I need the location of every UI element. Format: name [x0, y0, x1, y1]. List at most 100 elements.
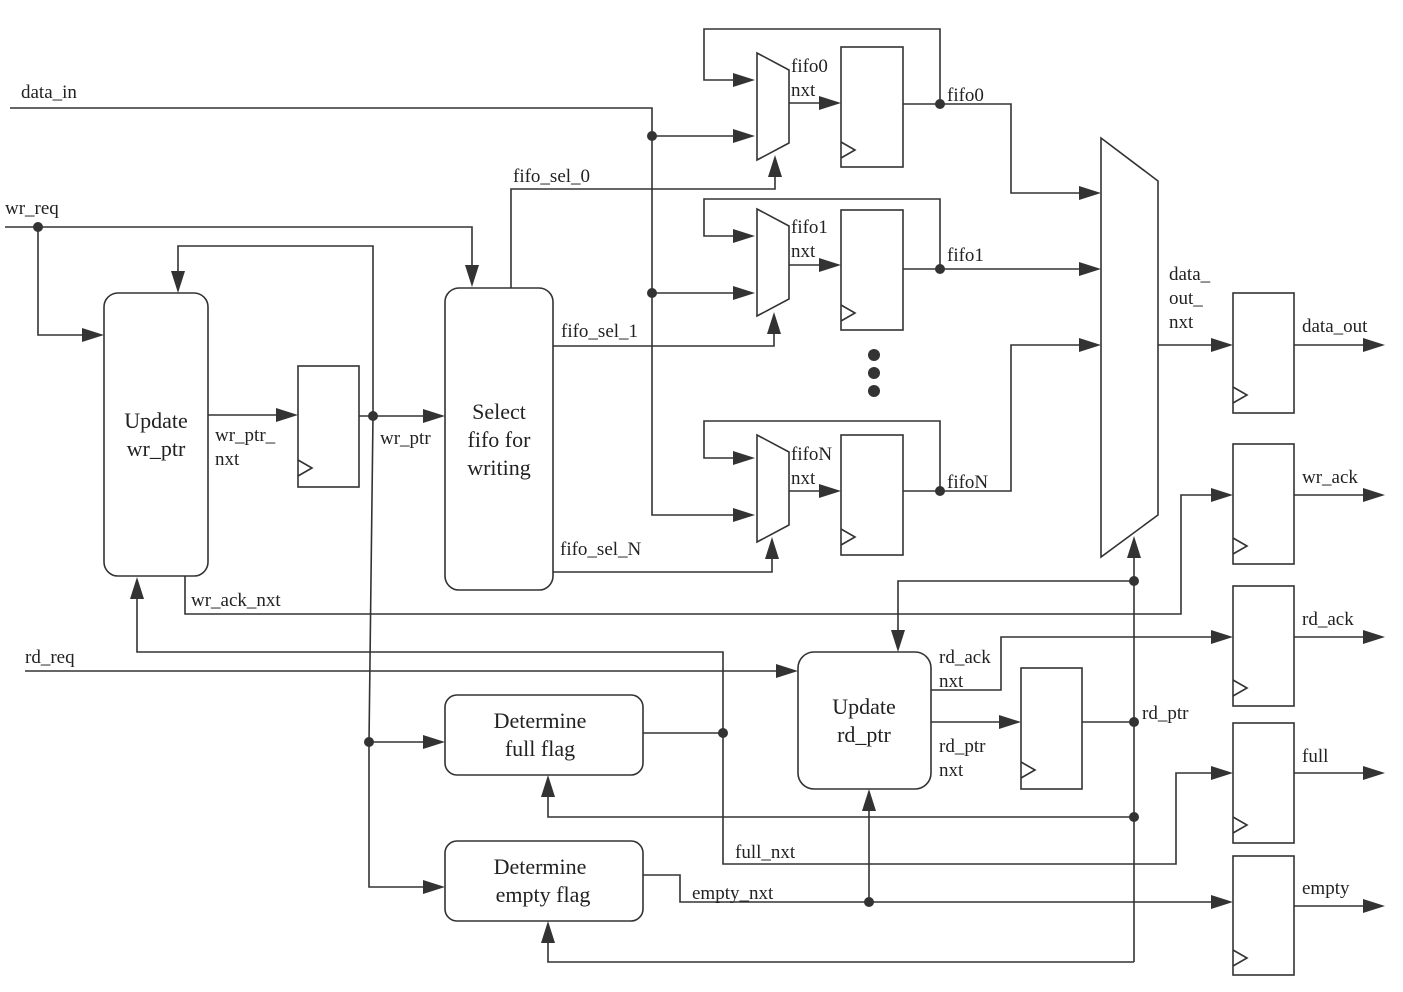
register-rd-ack — [1232, 585, 1295, 707]
register-fifon — [840, 434, 904, 556]
clock-triangle-icon — [840, 528, 857, 546]
wire-fifo-sel-n — [553, 557, 773, 573]
clock-triangle-icon — [840, 304, 857, 322]
wire-fifo0-out — [903, 103, 1084, 194]
rd-ack-nxt-label-1: rd_ack — [939, 647, 991, 668]
wire-fifo0-loop — [703, 28, 941, 104]
rd-ptr-nxt-label-2: nxt — [939, 760, 964, 781]
select-fifo-line-2: fifo for — [468, 427, 532, 452]
wire-rd-ptr-empty — [547, 939, 1134, 963]
register-box — [1232, 585, 1295, 707]
determine-full-line-2: full flag — [505, 736, 575, 761]
wire-fifo1-loop — [703, 198, 941, 269]
wr-ptr-nxt-label-1: wr_ptr_ — [215, 425, 276, 446]
junction-dot — [935, 99, 945, 109]
data-out-nxt-label-3: nxt — [1169, 312, 1194, 333]
block-update-wr-ptr: Update wr_ptr — [103, 292, 209, 577]
output-wr-ack-label: wr_ack — [1302, 467, 1358, 488]
labels: data_in wr_req rd_req wr_ptr_ nxt wr_ptr… — [5, 56, 1368, 904]
register-fifo0 — [840, 46, 904, 168]
junction-dot — [1129, 812, 1139, 822]
clock-triangle-icon — [1232, 679, 1249, 697]
rd-ptr-nxt-label-1: rd_ptr — [939, 736, 986, 757]
wire-fifo-sel-0 — [510, 175, 776, 288]
input-wr-req-label: wr_req — [5, 198, 59, 219]
register-box — [297, 365, 360, 488]
arrow-up-icon — [768, 155, 782, 177]
arrow-right-icon — [1079, 186, 1101, 200]
block-determine-empty: Determine empty flag — [444, 840, 644, 922]
register-box — [840, 209, 904, 331]
arrow-up-icon — [1127, 536, 1141, 558]
wr-ptr-nxt-label-2: nxt — [215, 449, 240, 470]
wire-fifo-sel-1 — [553, 330, 775, 347]
clock-triangle-icon — [1020, 761, 1037, 779]
clock-triangle-icon — [1232, 537, 1249, 555]
clock-triangle-icon — [1232, 816, 1249, 834]
wr-ack-nxt-label: wr_ack_nxt — [191, 590, 281, 611]
clock-triangle-icon — [840, 141, 857, 159]
fifon-nxt-label-2: nxt — [791, 468, 816, 489]
full-nxt-label: full_nxt — [735, 842, 796, 863]
register-box — [1232, 722, 1295, 844]
block-determine-full: Determine full flag — [444, 694, 644, 776]
wire-wr-req — [5, 226, 473, 266]
wire-data-in — [10, 107, 738, 516]
junction-dot — [364, 737, 374, 747]
arrow-right-icon — [1363, 899, 1385, 913]
input-data-in-label: data_in — [21, 82, 77, 103]
data-out-nxt-label-2: out_ — [1169, 288, 1203, 309]
junction-dot — [935, 486, 945, 496]
register-box — [1232, 855, 1295, 976]
multiplexers — [756, 51, 1159, 559]
register-box — [1020, 667, 1083, 790]
arrow-right-icon — [1363, 766, 1385, 780]
mux-fifo0 — [756, 51, 790, 162]
registers — [297, 46, 1295, 976]
arrow-right-icon — [733, 229, 755, 243]
junction-dot — [368, 411, 378, 421]
select-fifo-line-1: Select — [472, 399, 526, 424]
output-full-label: full — [1302, 746, 1328, 767]
ellipsis-dot — [868, 385, 880, 397]
block-select-fifo: Select fifo for writing — [444, 287, 554, 591]
arrow-right-icon — [1211, 895, 1233, 909]
arrow-right-icon — [82, 328, 104, 342]
register-box — [840, 46, 904, 168]
arrow-right-icon — [423, 735, 445, 749]
arrow-right-icon — [1211, 338, 1233, 352]
arrow-down-icon — [891, 630, 905, 652]
arrow-right-icon — [733, 286, 755, 300]
junction-dot — [864, 897, 874, 907]
junction-dot — [647, 288, 657, 298]
fifo0-nxt-label-2: nxt — [791, 80, 816, 101]
fifo-sel-n-label: fifo_sel_N — [560, 539, 642, 560]
junction-dot — [935, 264, 945, 274]
fifon-nxt-label-1: fifoN — [791, 444, 832, 465]
update-rd-ptr-line-1: Update — [832, 694, 896, 719]
arrow-right-icon — [819, 96, 841, 110]
ellipsis-dot — [868, 349, 880, 361]
arrow-right-icon — [999, 715, 1021, 729]
wire-wr-ack-nxt — [184, 494, 1212, 615]
arrow-right-icon — [1363, 630, 1385, 644]
arrow-up-icon — [765, 537, 779, 559]
wire-wr-ptr-down — [368, 415, 428, 888]
fifo1-nxt-label-1: fifo1 — [791, 217, 828, 238]
arrow-right-icon — [819, 258, 841, 272]
register-rd-ptr — [1020, 667, 1083, 790]
ellipsis-dot — [868, 367, 880, 379]
mux-fifo1 — [756, 207, 790, 318]
determine-empty-line-1: Determine — [494, 854, 587, 879]
arrow-right-icon — [1211, 630, 1233, 644]
input-rd-req-label: rd_req — [25, 647, 75, 668]
rd-ack-nxt-label-2: nxt — [939, 671, 964, 692]
register-wr-ptr — [297, 365, 360, 488]
register-wr-ack — [1232, 443, 1295, 565]
junction-dot — [718, 728, 728, 738]
arrow-up-icon — [862, 789, 876, 811]
arrow-down-icon — [171, 271, 185, 293]
arrow-down-icon — [465, 265, 479, 287]
register-box — [1232, 443, 1295, 565]
